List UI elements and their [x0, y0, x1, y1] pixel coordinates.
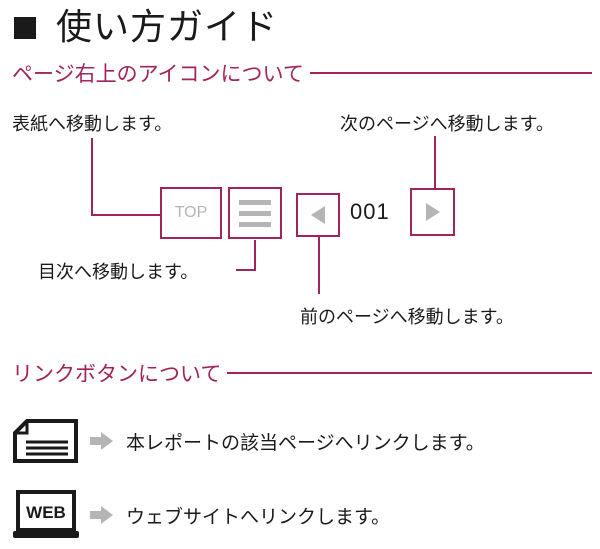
- connector-next-vertical: [434, 136, 436, 188]
- link-row-document: 本レポートの該当ページへリンクします。: [12, 418, 485, 464]
- section-icons-heading: ページ右上のアイコンについて: [12, 58, 592, 88]
- link-web-text: ウェブサイトへリンクします。: [126, 505, 391, 528]
- connector-cover-vertical: [91, 138, 93, 215]
- link-row-web: WEB ウェブサイトへリンクします。: [12, 490, 390, 540]
- triangle-right-icon: [425, 203, 440, 221]
- page-number: 001: [350, 199, 390, 224]
- arrow-right-icon: [90, 506, 113, 524]
- triangle-left-icon: [311, 206, 325, 224]
- label-cover: 表紙へ移動します。: [12, 114, 173, 135]
- top-button-label: TOP: [174, 204, 208, 221]
- toc-menu-button[interactable]: [228, 187, 282, 239]
- menu-icon: [239, 197, 271, 230]
- section-links-heading: リンクボタンについて: [12, 358, 592, 388]
- connector-toc-horizontal: [236, 269, 256, 271]
- label-toc: 目次へ移動します。: [38, 262, 199, 283]
- document-icon[interactable]: [12, 418, 80, 464]
- next-page-button[interactable]: [410, 188, 455, 236]
- section-links-divider: [227, 372, 592, 374]
- arrow-right-icon: [90, 432, 113, 450]
- guide-title: 使い方ガイド: [14, 4, 278, 52]
- label-prev: 前のページへ移動します。: [300, 307, 514, 328]
- connector-toc-vertical: [254, 240, 256, 270]
- connector-cover-horizontal: [91, 214, 161, 216]
- web-laptop-icon[interactable]: WEB: [12, 490, 80, 540]
- link-document-text: 本レポートの該当ページへリンクします。: [126, 431, 485, 454]
- page-title: 使い方ガイド: [56, 7, 279, 48]
- top-button[interactable]: TOP: [160, 187, 222, 239]
- section-icons-divider: [309, 72, 592, 74]
- section-links-heading-text: リンクボタンについて: [12, 362, 222, 386]
- title-square-bullet: [14, 17, 36, 39]
- label-next: 次のページへ移動します。: [340, 114, 554, 135]
- section-icons-heading-text: ページ右上のアイコンについて: [12, 62, 304, 86]
- web-badge-text: WEB: [26, 503, 66, 522]
- connector-prev-vertical: [318, 236, 320, 294]
- prev-page-button[interactable]: [296, 193, 340, 237]
